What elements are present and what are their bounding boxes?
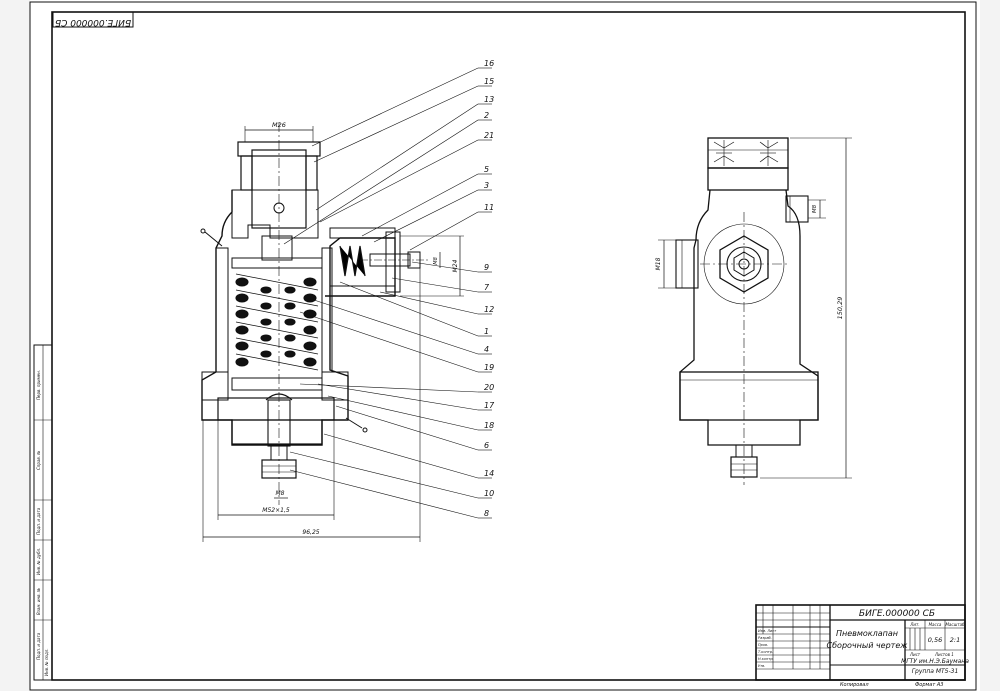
row-tkontr: Т.контр.	[758, 650, 773, 654]
leader-21: 21	[484, 131, 494, 140]
leader-17: 17	[484, 401, 495, 410]
main-spring	[235, 277, 317, 367]
row-izm: Изм. Лист	[758, 629, 777, 633]
stamp-inv-podl: Инв. № подл.	[44, 648, 49, 676]
leader-5: 5	[484, 165, 489, 174]
top-designation-box: БИГЕ.000000 СБ	[52, 11, 134, 28]
leader-2: 2	[484, 111, 489, 120]
leader-13: 13	[484, 95, 494, 104]
sheet-label: Лист	[909, 652, 921, 657]
row-nkontr: Н.контр.	[758, 657, 774, 661]
leader-14: 14	[484, 469, 494, 478]
top-designation-text: БИГЕ.000000 СБ	[55, 17, 131, 27]
org-line-2: Группа МТ5-31	[912, 668, 959, 675]
sheet-frame	[29, 1, 977, 691]
scale-value: 2:1	[950, 636, 960, 644]
leader-7: 7	[484, 283, 490, 292]
dim-96-25: 96,25	[302, 529, 319, 536]
title-block-text: БИГЕ.000000 СБ Пневмоклапан Сборочный че…	[758, 609, 969, 688]
sheets-label: Листов 1	[934, 652, 954, 657]
stamp-perv-primen: Перв. примен.	[36, 370, 41, 400]
row-razrab: Разраб.	[758, 636, 772, 640]
dim-m26: M26	[272, 121, 286, 129]
dim-m8-top: M8	[433, 257, 439, 265]
stamp-sprav: Справ. №	[36, 451, 41, 470]
side-view	[658, 137, 852, 485]
row-utv: Утв.	[758, 664, 765, 668]
leader-numbers: 16 15 13 2 21 5 3 11 9 7 12 1 4 19 20 17…	[484, 59, 495, 518]
leader-16: 16	[484, 59, 494, 68]
dim-m8-bottom: M8	[276, 490, 285, 497]
col-lit: Лит.	[909, 622, 919, 627]
dim-m52: M52×1,5	[262, 507, 290, 514]
org-line-1: МГТУ им.Н.Э.Баумана	[901, 658, 969, 665]
leader-9: 9	[484, 263, 489, 272]
row-prov: Пров.	[758, 643, 768, 647]
leader-lines	[283, 67, 492, 519]
title-name-1: Пневмоклапан	[836, 629, 898, 638]
dim-150-29: 150,29	[836, 297, 844, 320]
title-name-2: Сборочный чертеж	[827, 641, 909, 650]
title-block	[755, 604, 966, 681]
stamp-podp2: Подп. и дата	[36, 632, 41, 660]
leader-10: 10	[484, 489, 494, 498]
leader-3: 3	[484, 181, 489, 190]
title-designation: БИГЕ.000000 СБ	[859, 609, 935, 619]
stamp-inv-dubl: Инв. № дубл.	[36, 548, 41, 575]
col-mass: Масса	[929, 622, 942, 627]
leader-15: 15	[484, 77, 494, 86]
leader-4: 4	[484, 345, 489, 354]
stamp-vzam: Взам. инв. №	[36, 588, 41, 615]
format-label: Формат А3	[915, 682, 943, 688]
leader-11: 11	[484, 203, 494, 212]
dim-m18: M18	[655, 257, 662, 270]
leader-8: 8	[484, 509, 489, 518]
mass-value: 0,56	[928, 636, 942, 644]
leader-1: 1	[484, 327, 489, 336]
leader-6: 6	[484, 441, 489, 450]
section-view: M26 M8 M52×1,5 96,25 M24 M8	[200, 121, 464, 542]
side-stamp: Перв. примен. Справ. № Подп. и дата Инв.…	[33, 344, 53, 681]
col-scale: Масштаб	[945, 622, 965, 627]
dim-m8-side: M8	[812, 204, 818, 213]
leader-18: 18	[484, 421, 494, 430]
dim-m24: M24	[452, 259, 459, 272]
stamp-podp1: Подп. и дата	[36, 507, 41, 535]
leader-20: 20	[484, 383, 494, 392]
leader-19: 19	[484, 363, 494, 372]
leader-12: 12	[484, 305, 494, 314]
copied-label: Копировал	[840, 682, 869, 688]
